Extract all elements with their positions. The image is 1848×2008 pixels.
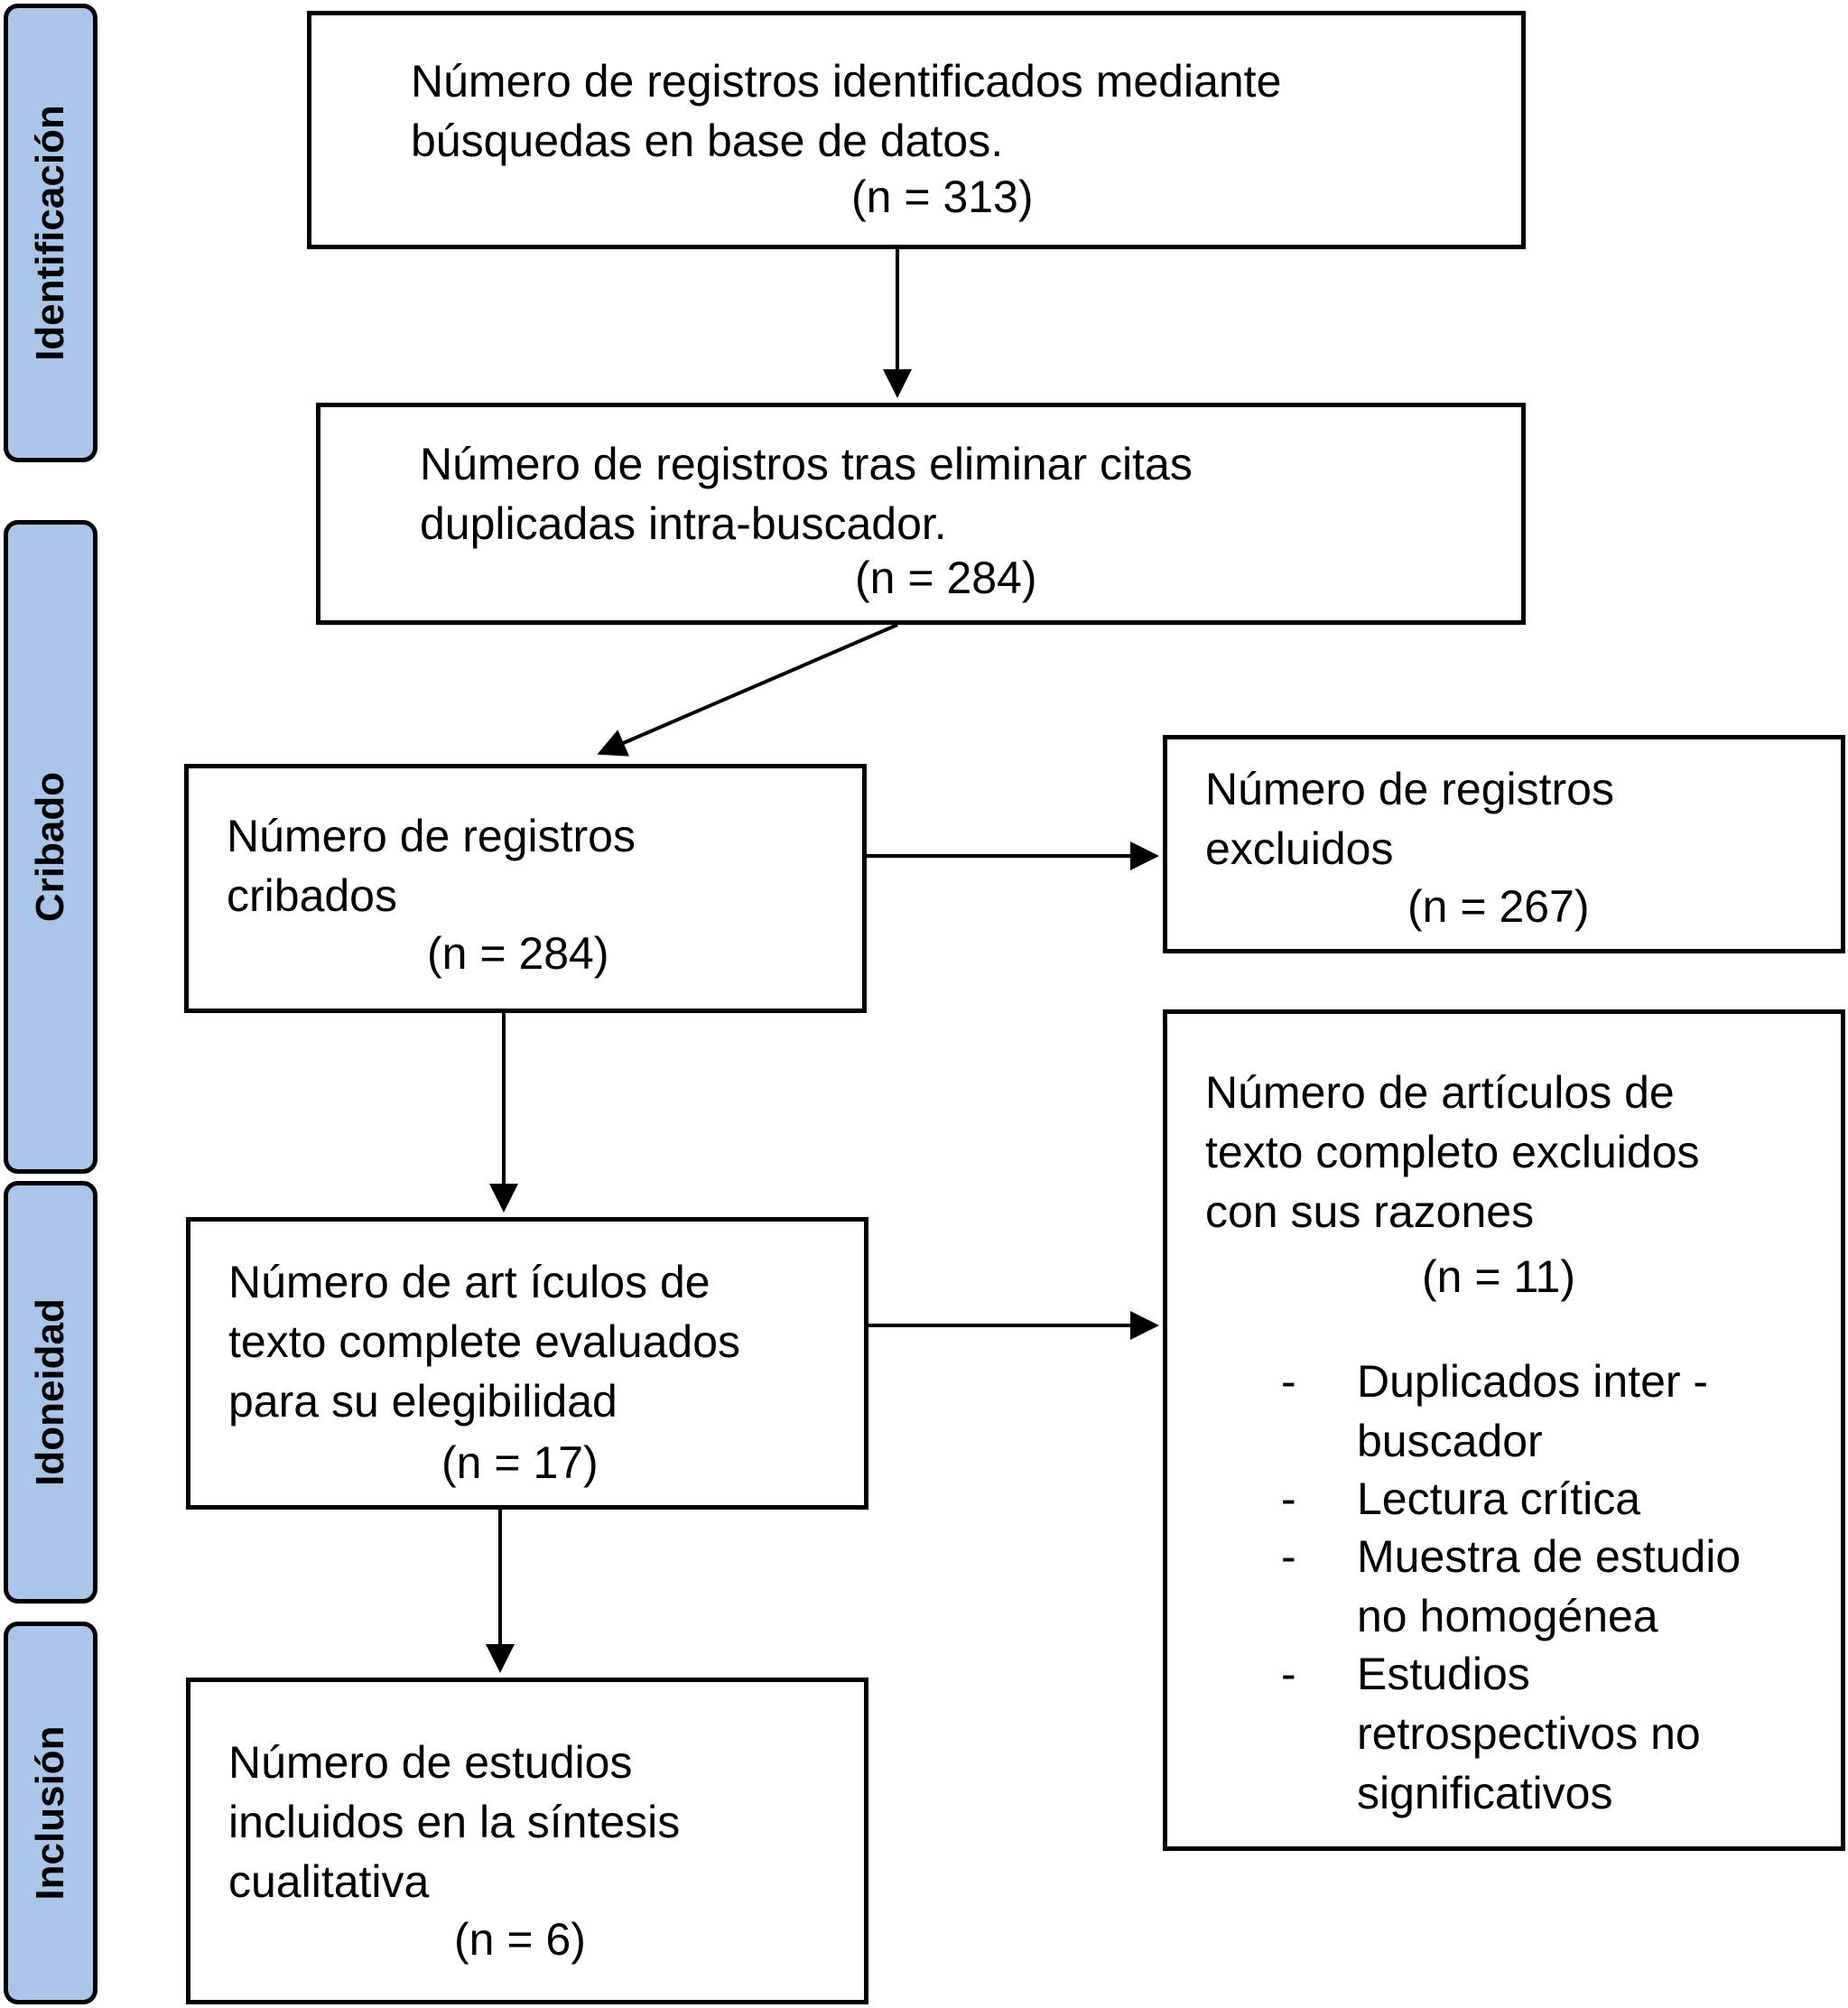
box-text-line: Número de registros identificados median… xyxy=(411,56,1282,107)
box-screened-records: Número de registros cribados (n = 284) xyxy=(184,764,867,1013)
box-count: (n = 284) xyxy=(855,553,1037,603)
box-count: (n = 17) xyxy=(441,1437,599,1488)
phase-identificacion: Identificación xyxy=(4,4,98,462)
reason-text: buscador xyxy=(1357,1416,1543,1466)
box-text-line: con sus razones xyxy=(1205,1186,1535,1237)
reason-bullet: - xyxy=(1281,1649,1296,1699)
box-text-line: Número de estudios xyxy=(228,1737,633,1788)
box-deduplicated-records: Número de registros tras eliminar citas … xyxy=(316,403,1526,625)
phase-inclusion: Inclusión xyxy=(4,1622,98,2004)
box-count: (n = 11) xyxy=(1422,1251,1575,1302)
box-text-line: cualitativa xyxy=(228,1856,430,1907)
reason-bullet: - xyxy=(1281,1473,1296,1524)
box-text-line: búsquedas en base de datos. xyxy=(411,116,1004,166)
box-text-line: Número de registros xyxy=(227,811,636,861)
box-text-line: incluidos en la síntesis xyxy=(228,1797,681,1847)
box-text-line: texto completo excluidos xyxy=(1205,1127,1700,1177)
reason-text: significativos xyxy=(1357,1768,1613,1818)
reason-text: no homogénea xyxy=(1357,1591,1658,1641)
reason-text: retrospectivos no xyxy=(1357,1708,1701,1759)
box-text-line: Número de registros xyxy=(1205,764,1614,814)
reason-text: Duplicados inter - xyxy=(1357,1356,1709,1407)
box-count: (n = 6) xyxy=(454,1914,586,1965)
box-text-line: texto complete evaluados xyxy=(228,1316,741,1367)
box-fulltext-assessed: Número de art ículos de texto complete e… xyxy=(186,1217,868,1510)
reason-bullet: - xyxy=(1281,1356,1296,1407)
reason-bullet: - xyxy=(1281,1531,1296,1582)
box-text-line: Número de art ículos de xyxy=(228,1257,710,1307)
reason-text: Lectura crítica xyxy=(1357,1473,1641,1524)
arrow-deduplicated-to-screened xyxy=(597,623,898,757)
box-excluded-records: Número de registros excluidos (n = 267) xyxy=(1163,735,1845,953)
box-included-studies: Número de estudios incluidos en la sínte… xyxy=(186,1678,868,2004)
box-count: (n = 313) xyxy=(851,172,1034,222)
box-text-line: Número de registros tras eliminar citas xyxy=(420,439,1193,489)
box-text-line: duplicadas intra-buscador. xyxy=(420,498,947,549)
box-count: (n = 267) xyxy=(1407,881,1590,932)
phase-cribado: Cribado xyxy=(4,520,98,1174)
box-text-line: excluidos xyxy=(1205,823,1394,874)
reason-text: Muestra de estudio xyxy=(1357,1531,1741,1582)
box-text-line: cribados xyxy=(227,870,397,921)
box-text-line: para su elegibilidad xyxy=(228,1376,618,1427)
box-text-line: Número de artículos de xyxy=(1205,1067,1675,1118)
box-fulltext-excluded: Número de artículos de texto completo ex… xyxy=(1163,1009,1845,1851)
reason-text: Estudios xyxy=(1357,1649,1530,1699)
phase-idoneidad: Idoneidad xyxy=(4,1181,98,1604)
box-count: (n = 284) xyxy=(427,928,609,979)
box-identified-records: Número de registros identificados median… xyxy=(307,11,1526,249)
